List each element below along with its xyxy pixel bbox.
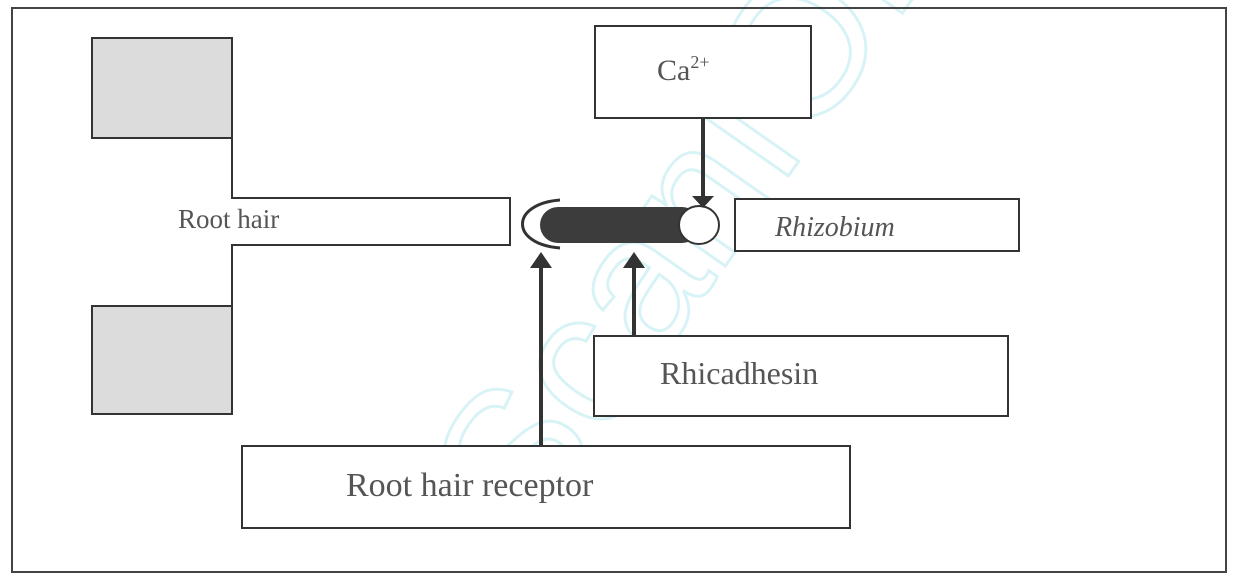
rhizobium-pole [679,206,719,244]
calcium-label-charge: 2+ [690,52,709,72]
calcium-label-base: Ca [657,54,690,87]
root-block-top [92,38,232,138]
rhicadhesin-label: Rhicadhesin [660,355,818,391]
rhizobium-cell [540,207,700,243]
receptor-label: Root hair receptor [346,467,594,504]
root-block-bottom [92,306,232,414]
rhizobium-label: Rhizobium [774,212,895,243]
root-hair-label: Root hair [178,204,279,234]
root-hair-outline [92,138,510,306]
calcium-box [595,26,811,118]
